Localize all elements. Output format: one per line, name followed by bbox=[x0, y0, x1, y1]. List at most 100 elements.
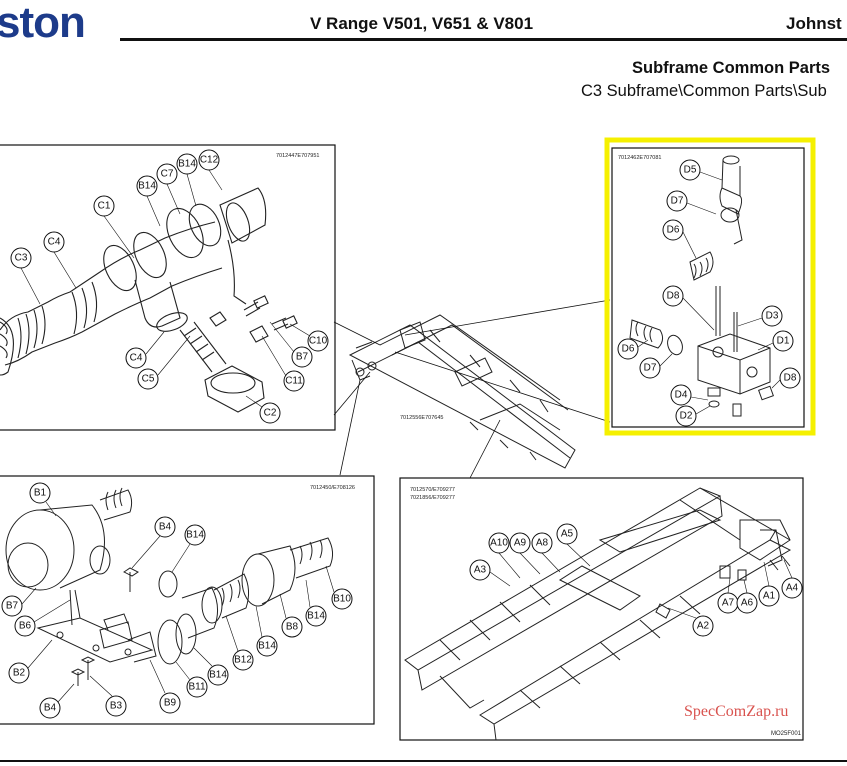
callout[interactable]: B14 bbox=[136, 175, 158, 197]
panel-center: 7012556E707645 bbox=[333, 299, 611, 479]
svg-text:A7: A7 bbox=[722, 598, 735, 609]
svg-text:D1: D1 bbox=[777, 336, 790, 347]
callout[interactable]: B3 bbox=[105, 695, 127, 717]
svg-text:A2: A2 bbox=[697, 621, 710, 632]
svg-text:D4: D4 bbox=[675, 390, 688, 401]
svg-text:B9: B9 bbox=[164, 698, 177, 709]
svg-text:B14: B14 bbox=[307, 611, 325, 622]
callout[interactable]: B14 bbox=[184, 524, 206, 546]
callout[interactable]: A5 bbox=[556, 523, 578, 545]
panel-frame bbox=[611, 147, 805, 428]
callout[interactable]: D7 bbox=[639, 357, 661, 379]
callout[interactable]: A4 bbox=[781, 577, 803, 599]
panel-reference: 7012447E707951 bbox=[276, 153, 319, 159]
callout[interactable]: D5 bbox=[679, 159, 701, 181]
svg-text:A4: A4 bbox=[786, 583, 799, 594]
callout[interactable]: B6 bbox=[14, 615, 36, 637]
callout[interactable]: D3 bbox=[761, 305, 783, 327]
callout[interactable]: B7 bbox=[291, 346, 313, 368]
callout[interactable]: B14 bbox=[256, 635, 278, 657]
svg-text:B6: B6 bbox=[19, 621, 32, 632]
callout[interactable]: A9 bbox=[509, 532, 531, 554]
svg-text:C11: C11 bbox=[285, 376, 303, 387]
callout[interactable]: C11 bbox=[283, 370, 305, 392]
svg-text:C5: C5 bbox=[142, 374, 155, 385]
callout[interactable]: D7 bbox=[666, 190, 688, 212]
callout[interactable]: B4 bbox=[154, 516, 176, 538]
callouts-bottom-right: A10 A9 A8 A5 A3 A7 A6 A1 A4 A2 bbox=[469, 523, 803, 637]
svg-text:C4: C4 bbox=[130, 353, 143, 364]
callout[interactable]: B8 bbox=[281, 616, 303, 638]
svg-text:A10: A10 bbox=[490, 538, 508, 549]
callout[interactable]: C5 bbox=[137, 368, 159, 390]
callout[interactable]: A6 bbox=[736, 592, 758, 614]
callout[interactable]: B12 bbox=[232, 649, 254, 671]
svg-text:A3: A3 bbox=[474, 565, 487, 576]
callout[interactable]: C12 bbox=[198, 149, 220, 171]
callout[interactable]: C2 bbox=[259, 402, 281, 424]
svg-text:B11: B11 bbox=[188, 682, 205, 693]
callout[interactable]: A8 bbox=[531, 532, 553, 554]
callout[interactable]: D8 bbox=[662, 285, 684, 307]
svg-text:B4: B4 bbox=[44, 703, 57, 714]
callout[interactable]: B1 bbox=[29, 482, 51, 504]
svg-text:A1: A1 bbox=[763, 591, 776, 602]
svg-text:C2: C2 bbox=[264, 408, 277, 419]
panel-reference: 7012450/E708126 bbox=[310, 485, 355, 491]
callout[interactable]: D1 bbox=[772, 330, 794, 352]
panel-top-right: 7012462E707081 bbox=[604, 137, 816, 436]
callout[interactable]: D6 bbox=[617, 338, 639, 360]
callout[interactable]: B4 bbox=[39, 697, 61, 719]
callout[interactable]: C4 bbox=[43, 231, 65, 253]
section-path: C3 Subframe\Common Parts\Sub bbox=[581, 82, 827, 100]
callout[interactable]: B2 bbox=[8, 662, 30, 684]
callout[interactable]: B14 bbox=[176, 153, 198, 175]
callout[interactable]: B14 bbox=[207, 664, 229, 686]
svg-text:D6: D6 bbox=[667, 225, 680, 236]
callout[interactable]: A3 bbox=[469, 559, 491, 581]
callout[interactable]: C3 bbox=[10, 247, 32, 269]
callout[interactable]: A1 bbox=[758, 585, 780, 607]
svg-text:B2: B2 bbox=[13, 668, 26, 679]
svg-text:D8: D8 bbox=[667, 291, 680, 302]
callout[interactable]: A2 bbox=[692, 615, 714, 637]
callout[interactable]: B7 bbox=[1, 595, 23, 617]
svg-text:C10: C10 bbox=[309, 336, 328, 347]
svg-text:D6: D6 bbox=[622, 344, 635, 355]
svg-text:B7: B7 bbox=[296, 352, 309, 363]
callout[interactable]: C10 bbox=[307, 330, 329, 352]
panel-frame bbox=[0, 475, 375, 725]
callout[interactable]: D6 bbox=[662, 219, 684, 241]
svg-text:B14: B14 bbox=[258, 641, 276, 652]
svg-text:D7: D7 bbox=[644, 363, 657, 374]
callout[interactable]: B9 bbox=[159, 692, 181, 714]
watermark: SpecComZap.ru bbox=[684, 703, 789, 720]
callout[interactable]: A7 bbox=[717, 592, 739, 614]
svg-text:B8: B8 bbox=[286, 622, 299, 633]
callout[interactable]: B10 bbox=[331, 588, 353, 610]
callout[interactable]: C7 bbox=[156, 163, 178, 185]
svg-text:C4: C4 bbox=[48, 237, 61, 248]
svg-text:B12: B12 bbox=[234, 655, 252, 666]
panel-top-left: 7012447E707951 bbox=[0, 144, 336, 431]
svg-text:A5: A5 bbox=[561, 529, 574, 540]
callout[interactable]: B14 bbox=[305, 605, 327, 627]
callouts-top-left: C12 B14 C7 B14 C1 C4 C3 C4 C5 C2 C11 B7 … bbox=[10, 149, 329, 424]
callout[interactable]: D4 bbox=[670, 384, 692, 406]
brand-logo: ston bbox=[0, 0, 86, 47]
svg-text:C7: C7 bbox=[161, 169, 174, 180]
callout[interactable]: D8 bbox=[779, 367, 801, 389]
panel-reference: 7012556E707645 bbox=[400, 415, 443, 421]
callout[interactable]: D2 bbox=[675, 405, 697, 427]
panel-bottom-left: 7012450/E708126 bbox=[0, 475, 375, 725]
svg-text:B10: B10 bbox=[333, 594, 351, 605]
callout[interactable]: C1 bbox=[93, 195, 115, 217]
svg-text:D5: D5 bbox=[684, 165, 697, 176]
callout[interactable]: A10 bbox=[488, 532, 510, 554]
callout[interactable]: B11 bbox=[186, 676, 208, 698]
callouts-top-right: D5 D7 D6 D8 D3 D1 D6 D7 D4 D8 D2 bbox=[617, 159, 801, 427]
callout[interactable]: C4 bbox=[125, 347, 147, 369]
panel-reference: 7012462E707081 bbox=[618, 155, 661, 161]
header-divider bbox=[120, 38, 847, 41]
svg-text:D8: D8 bbox=[784, 373, 797, 384]
